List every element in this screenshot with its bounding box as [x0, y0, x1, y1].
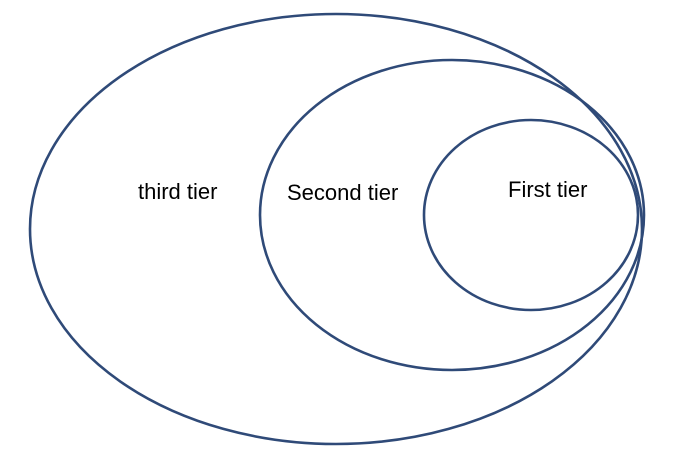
second-tier-ellipse [258, 58, 646, 372]
second-tier-label: Second tier [287, 180, 398, 205]
third-tier-label: third tier [138, 179, 217, 204]
first-tier-label: First tier [508, 177, 587, 202]
first-tier-ellipse [422, 118, 640, 312]
third-tier-ellipse [28, 12, 644, 446]
